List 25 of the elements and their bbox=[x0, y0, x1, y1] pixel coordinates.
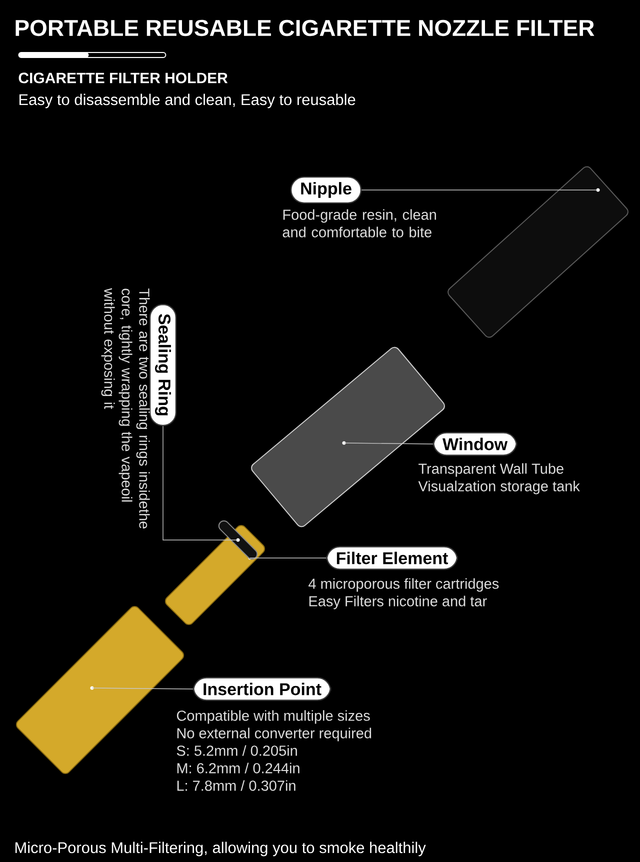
label-pill: Window bbox=[432, 432, 518, 456]
title: PORTABLE REUSABLE CIGARETTE NOZZLE FILTER bbox=[16, 20, 594, 36]
node-label: S: 5.2mm / 0.205in bbox=[176, 745, 297, 756]
description-text: Compatible with multiple sizes No external converter required S: 5.2mm / 0.205in M: 6.2mm / 0.244in L: 7.8mm / 0.307in bbox=[176, 710, 372, 791]
label-pill: Insertion Point bbox=[192, 677, 332, 701]
node-label: M: 6.2mm / 0.244in bbox=[177, 762, 300, 774]
filter-core-drawing bbox=[164, 524, 266, 626]
description-text: Transparent Wall Tube Visualzation storage tank bbox=[418, 463, 580, 494]
description-text: There are two sealing rings insidethe core, tightly wrapping the vapeoil without exposing it bbox=[101, 288, 150, 528]
label-pill: Filter Element bbox=[326, 546, 458, 570]
leader-line bbox=[162, 426, 238, 540]
caption: Micro-Porous Multi-Filtering, allowing you to smoke healthily bbox=[15, 842, 426, 856]
label-pill: Nipple bbox=[290, 176, 362, 204]
description-text: Easy to disassemble and clean, Easy to reusable bbox=[19, 94, 356, 108]
node-label: No external converter required bbox=[177, 728, 372, 742]
node-label: Compatible with multiple sizes bbox=[176, 710, 370, 724]
sealing-ring-drawing bbox=[218, 520, 258, 560]
description-text: Food-grade resin, clean and comfortable to bite bbox=[282, 209, 436, 238]
nipple-drawing bbox=[448, 166, 628, 338]
description-text: 4 microporous filter cartridges Easy Filters nicotine and tar bbox=[308, 578, 499, 610]
label-pill: Sealing Ring bbox=[149, 304, 177, 426]
leader-line bbox=[92, 688, 194, 690]
leader-line bbox=[344, 442, 434, 444]
subtitle: CIGARETTE FILTER HOLDER bbox=[18, 72, 228, 84]
node-label: L: 7.8mm / 0.307in bbox=[177, 780, 296, 791]
